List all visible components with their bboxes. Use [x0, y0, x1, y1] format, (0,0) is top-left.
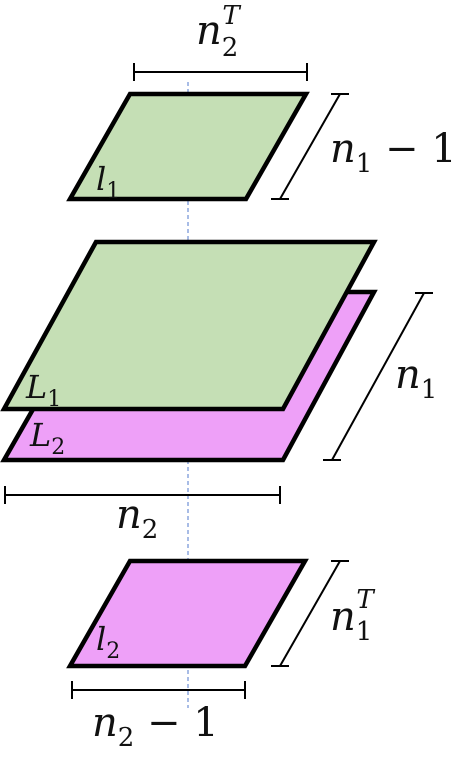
mid-green-plane-label: L1: [25, 368, 61, 412]
mid-width-bracket: [4, 486, 281, 504]
bottom-height-label: n1T: [330, 585, 375, 647]
top-width-bracket: [133, 63, 308, 81]
bottom-plane-label: l2: [96, 620, 120, 664]
bottom-pink-plane-l2: [66, 558, 309, 669]
top-plane-label: l1: [96, 160, 120, 204]
mid-width-label: n2: [116, 492, 158, 545]
bottom-width-bracket: [71, 681, 246, 699]
mid-height-bracket: [323, 292, 433, 461]
bottom-width-label: n2 − 1: [92, 700, 219, 753]
bottom-height-bracket: [271, 560, 349, 667]
top-width-label: n2T: [196, 1, 241, 63]
mid-height-label: n1: [395, 352, 437, 405]
mid-pink-plane-label: L2: [29, 416, 65, 460]
mid-green-plane-L1: [0, 239, 378, 412]
top-height-label: n1 − 1: [330, 126, 457, 179]
top-height-bracket: [271, 93, 349, 200]
top-green-plane-l1: [66, 91, 310, 202]
